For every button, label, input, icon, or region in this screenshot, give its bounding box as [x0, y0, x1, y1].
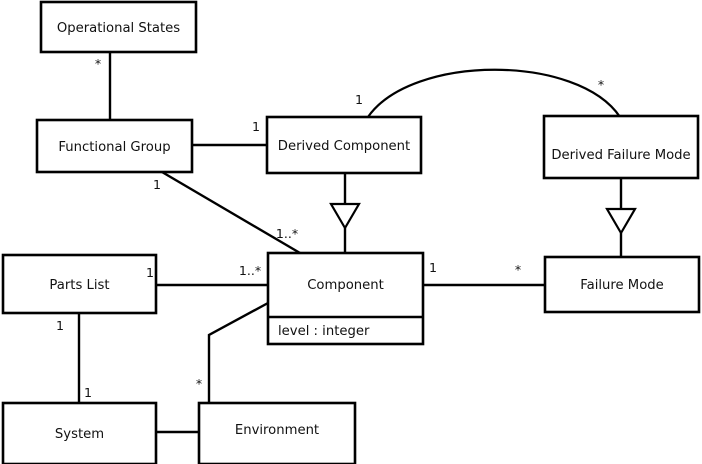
- class-name-label: Operational States: [57, 21, 180, 36]
- class-name-label: Environment: [235, 423, 319, 438]
- multiplicity-label: 1: [252, 119, 260, 134]
- multiplicity-label: 1: [84, 385, 92, 400]
- class-name-label: Functional Group: [58, 140, 170, 155]
- class-box-derived-component[interactable]: Derived Component: [265, 115, 423, 175]
- class-rect: [39, 0, 198, 54]
- class-box-environment[interactable]: Environment: [197, 401, 357, 464]
- class-name-label: System: [55, 427, 104, 442]
- class-name-label: Failure Mode: [580, 278, 664, 293]
- multiplicity-label: *: [196, 376, 202, 391]
- edge-functional-group-component[interactable]: [161, 170, 301, 255]
- generalization-triangle-icon: [605, 207, 637, 236]
- class-attribute-label: level : integer: [278, 324, 370, 339]
- generalization-triangle-icon: [329, 202, 361, 231]
- class-name-label: Derived Component: [278, 139, 410, 154]
- class-rect: [266, 251, 425, 346]
- class-name-label: Component: [307, 278, 384, 293]
- edge-component-environment[interactable]: [207, 301, 269, 403]
- multiplicity-layer: * 1 1 * 1 1..* 1 1..* 1 * 1 1 *: [56, 56, 604, 400]
- class-box-system[interactable]: System: [1, 401, 158, 464]
- multiplicity-label: 1: [56, 318, 64, 333]
- multiplicity-label: 1..*: [276, 226, 298, 241]
- multiplicity-label: *: [95, 56, 101, 71]
- class-rect: [1, 401, 158, 464]
- class-name-label: Derived Failure Mode: [551, 148, 690, 163]
- multiplicity-label: 1..*: [239, 263, 261, 278]
- edge-derived-component-derived-failure-mode[interactable]: [367, 68, 621, 118]
- multiplicity-label: 1: [153, 177, 161, 192]
- multiplicity-label: *: [598, 77, 604, 92]
- class-rect: [35, 118, 194, 174]
- class-box-derived-failure-mode[interactable]: Derived Failure Mode: [542, 114, 700, 180]
- class-box-functional-group[interactable]: Functional Group: [35, 118, 194, 174]
- class-box-parts-list[interactable]: Parts List: [1, 253, 158, 315]
- multiplicity-label: 1: [429, 260, 437, 275]
- multiplicity-label: 1: [146, 265, 154, 280]
- class-box-component[interactable]: Component level : integer: [266, 251, 425, 346]
- class-rect: [1, 253, 158, 315]
- class-rect: [542, 114, 700, 180]
- class-box-operational-states[interactable]: Operational States: [39, 0, 198, 54]
- multiplicity-label: *: [515, 262, 521, 277]
- class-rect: [265, 115, 423, 175]
- connector-layer: [77, 52, 637, 434]
- class-rect: [543, 255, 701, 314]
- multiplicity-label: 1: [355, 92, 363, 107]
- class-name-label: Parts List: [49, 278, 109, 293]
- class-box-failure-mode[interactable]: Failure Mode: [543, 255, 701, 314]
- class-rect: [197, 401, 357, 464]
